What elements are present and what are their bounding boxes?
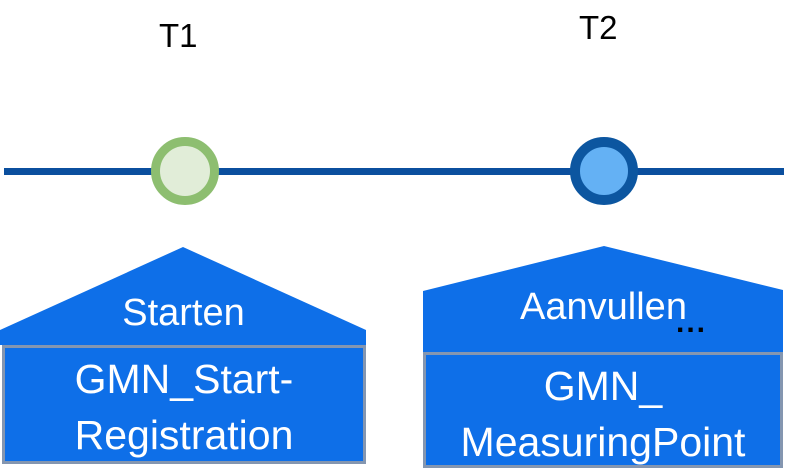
callout-t1-entity-line1: GMN_Start- [74, 356, 294, 402]
callout-t2-entity-line1: GMN_ [543, 363, 663, 409]
callout-t1-body: GMN_Start- Registration [2, 345, 366, 464]
timeline-axis [4, 168, 784, 175]
callout-t2-entity-line2: MeasuringPoint [460, 419, 746, 465]
callout-t1-roof-shape [0, 247, 366, 345]
milestone-t2-circle [570, 137, 638, 205]
callout-t2-roof [423, 246, 783, 352]
callout-t2-action-label: Aanvullen [520, 286, 687, 328]
callout-t1-roof [0, 247, 366, 345]
milestone-t1-circle [151, 137, 219, 205]
callout-t2-body: GMN_ MeasuringPoint [423, 352, 783, 468]
callout-t2-roof-shape [423, 246, 783, 352]
callout-t2-ellipsis: ... [676, 306, 708, 339]
timeline-label-t2: T2 [579, 9, 618, 46]
callout-t1-entity-line2: Registration [74, 412, 294, 458]
callout-t1-action-label: Starten [122, 292, 245, 334]
timeline-label-t1: T1 [159, 17, 198, 54]
